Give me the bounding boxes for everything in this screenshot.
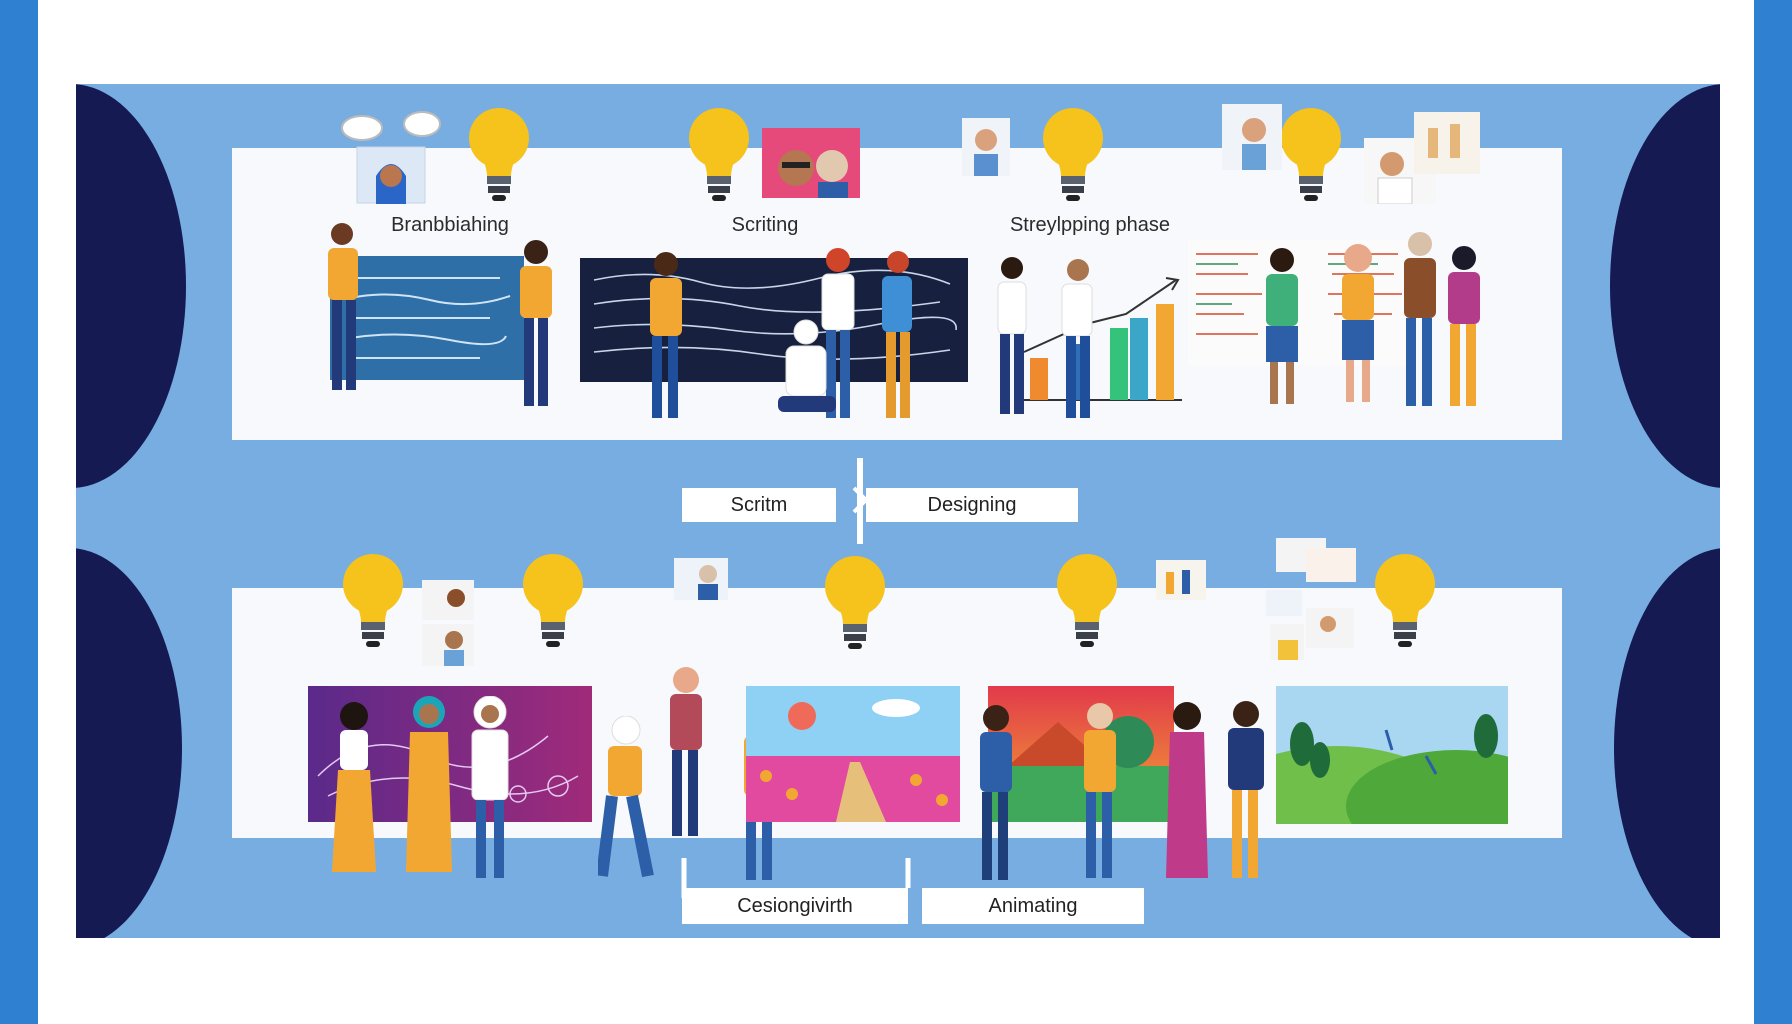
person-figure [1266, 248, 1298, 404]
person-figure [980, 705, 1012, 880]
portrait-frame-icon [962, 118, 1010, 176]
lightbulb-icon [469, 108, 529, 201]
dark-half-circle-top-right [1610, 84, 1720, 488]
brainstorm-board [330, 256, 524, 380]
person-figure [1166, 702, 1208, 878]
person-figure [670, 667, 702, 836]
person-figure [471, 696, 509, 878]
arrow-icon [852, 458, 869, 544]
connector-tag-animating: Animating [922, 888, 1144, 924]
connector-tag-designing: Designing [866, 488, 1078, 522]
portrait-frame-icon [1156, 560, 1206, 600]
connector-tag-scripting: Scritm [682, 488, 836, 522]
portrait-frame-icon [422, 580, 474, 666]
portrait-frame-icon [356, 146, 426, 204]
lightbulb-icon [1057, 554, 1117, 647]
person-figure [332, 702, 376, 872]
person-figure [778, 319, 836, 412]
person-figure [598, 716, 654, 878]
thought-cloud-icon [341, 111, 441, 141]
stage-label-storyboarding: Streylpping phase [1009, 214, 1171, 236]
person-figure [1448, 246, 1480, 406]
portrait-frame-icon [762, 128, 860, 198]
person-figure [1404, 232, 1436, 406]
person-figure [882, 251, 912, 418]
lightbulb-icon [343, 554, 403, 647]
growth-bar-chart-illustration [1020, 277, 1182, 401]
stage-label-scripting: Scriting [731, 214, 799, 236]
lightbulb-icon [1375, 554, 1435, 647]
dark-half-circle-top-left [76, 84, 186, 488]
scene-green-hills [1276, 686, 1508, 824]
dark-half-circle-bottom-right [1614, 548, 1720, 938]
person-figure [997, 257, 1027, 414]
portrait-frame-icon [1414, 112, 1480, 174]
lightbulb-icon [1043, 108, 1103, 201]
lightbulb-icon [825, 556, 885, 649]
scene-flower-path [746, 686, 960, 822]
stage-label-brainstorming: Branbbiahing [391, 214, 509, 236]
person-figure [1228, 701, 1264, 878]
lightbulb-icon [1281, 108, 1341, 201]
left-edge-bar [0, 0, 38, 1024]
right-edge-bar [1754, 0, 1792, 1024]
portrait-frame-icon [1222, 104, 1282, 170]
arrow-icon [681, 858, 911, 898]
dark-half-circle-bottom-left [76, 548, 182, 938]
portrait-frame-icon [1266, 538, 1356, 660]
lightbulb-icon [689, 108, 749, 201]
person-figure [1084, 703, 1116, 878]
portrait-frame-icon [674, 558, 728, 600]
connector-tag-designing-bottom: Cesiongivirth [682, 888, 908, 924]
scene-sunset-trees [988, 686, 1174, 822]
person-figure [1061, 259, 1093, 418]
person-figure [821, 248, 855, 418]
lightbulb-icon [523, 554, 583, 647]
person-figure [406, 696, 452, 872]
person-figure [1342, 244, 1374, 402]
person-figure [520, 240, 552, 406]
person-figure [650, 252, 682, 418]
person-figure [328, 223, 358, 390]
